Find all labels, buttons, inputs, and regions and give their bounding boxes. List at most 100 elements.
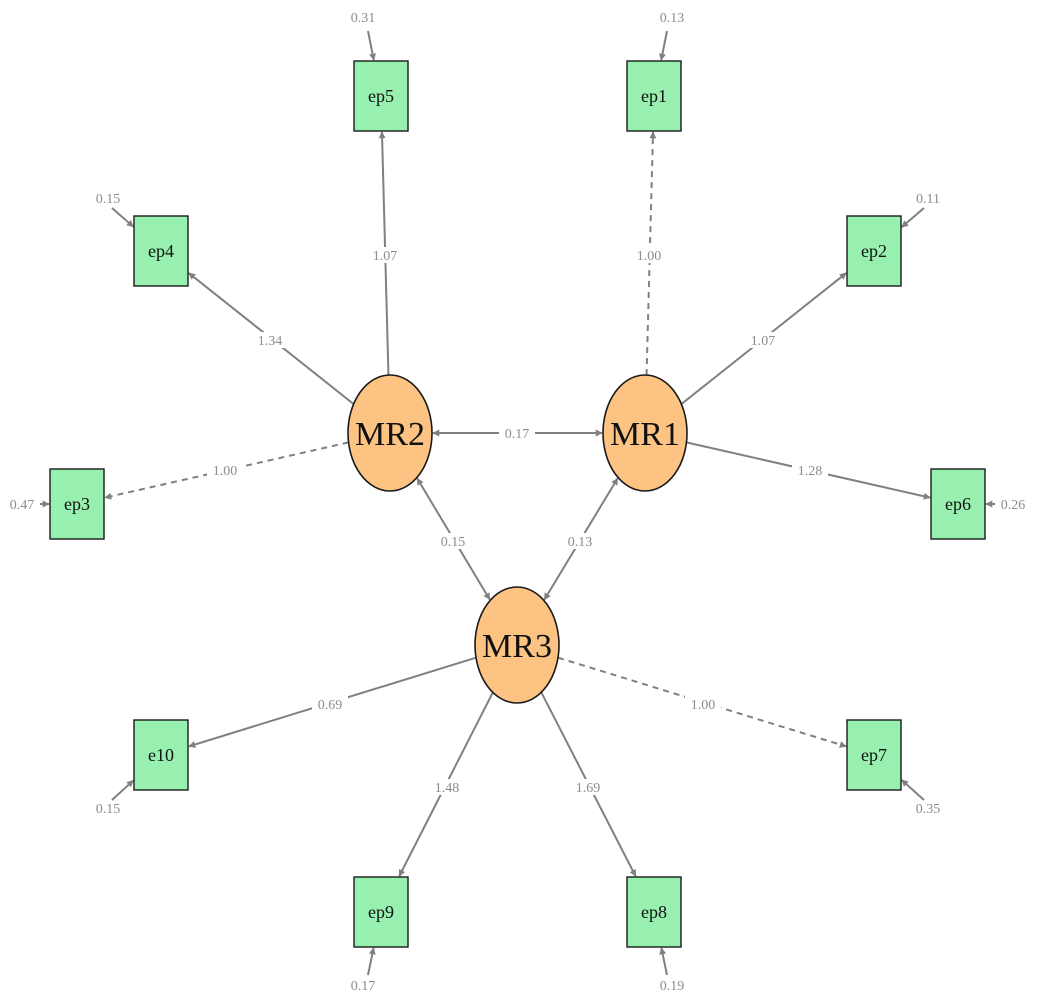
loading-label-mr1-ep2-bg (745, 332, 781, 348)
observed-label-ep5: ep5 (368, 86, 394, 106)
loading-label-mr3-ep8-bg (570, 779, 606, 795)
loading-label-mr1-ep6-text: 1.28 (798, 464, 823, 479)
observed-label-ep3: ep3 (64, 494, 90, 514)
latent-ellipse-mr2 (347, 374, 433, 492)
loading-label-mr3-ep8-text: 1.69 (576, 781, 601, 796)
observed-node-ep4: ep4 (133, 215, 189, 287)
covariance-label-mr1-mr3: 0.13 (562, 533, 598, 550)
loading-label-mr2-ep5-bg (367, 247, 403, 263)
residual-arrow-e10 (111, 779, 134, 801)
observed-box-ep3 (49, 468, 105, 540)
latent-node-mr3: MR3 (474, 586, 560, 704)
loading-label-mr2-ep3: 1.00 (207, 462, 243, 479)
latent-node-mr2: MR2 (347, 374, 433, 492)
edges-layer (104, 131, 931, 877)
latent-label-mr1: MR1 (610, 416, 680, 453)
residual-arrow-ep1 (658, 30, 668, 61)
loading-label-mr3-e10-bg (312, 696, 348, 712)
loading-label-mr3-ep7-text: 1.00 (691, 698, 716, 713)
loading-label-mr3-e10-text: 0.69 (318, 698, 343, 713)
covariance-label-mr2-mr1-text: 0.17 (505, 427, 530, 442)
loading-label-mr1-ep6: 1.28 (792, 462, 828, 479)
loading-label-mr3-ep9-bg (429, 779, 465, 795)
residuals-layer: 0.31 0.13 0.15 0.11 0.47 0.26 0.15 0.35 0.17 0.19 (10, 11, 1026, 994)
loading-label-mr3-ep8: 1.69 (570, 779, 606, 796)
residual-arrow-ep5 (367, 30, 377, 61)
loading-label-mr3-ep7-bg (685, 696, 721, 712)
residual-label-ep3: 0.47 (10, 498, 35, 513)
observed-box-ep9 (353, 876, 409, 948)
observed-node-ep5: ep5 (353, 60, 409, 132)
observed-label-ep6: ep6 (945, 494, 971, 514)
observed-label-ep1: ep1 (641, 86, 667, 106)
loading-label-mr2-ep5-text: 1.07 (373, 249, 398, 264)
residual-arrow-ep2 (901, 207, 925, 228)
observed-box-ep5 (353, 60, 409, 132)
observed-node-ep1: ep1 (626, 60, 682, 132)
observed-box-ep2 (846, 215, 902, 287)
covariance-label-mr2-mr3-text: 0.15 (441, 535, 466, 550)
latent-ellipse-mr1 (602, 374, 688, 492)
loading-label-mr2-ep3-bg (207, 462, 243, 478)
loading-label-mr2-ep4-bg (252, 332, 288, 348)
loading-label-mr3-ep9-text: 1.48 (435, 781, 460, 796)
covariance-label-mr1-mr3-bg (562, 533, 598, 549)
loading-label-mr2-ep4: 1.34 (252, 332, 288, 349)
observed-label-ep7: ep7 (861, 745, 887, 765)
residual-label-e10: 0.15 (96, 802, 121, 817)
residual-label-ep9: 0.17 (351, 979, 376, 994)
latent-node-mr1: MR1 (602, 374, 688, 492)
observed-box-ep4 (133, 215, 189, 287)
observed-node-ep9: ep9 (353, 876, 409, 948)
loading-label-mr1-ep2: 1.07 (745, 332, 781, 349)
covariance-label-mr1-mr3-text: 0.13 (568, 535, 593, 550)
residual-arrow-ep9 (367, 947, 376, 976)
covariance-label-mr2-mr1: 0.17 (499, 425, 535, 442)
loading-label-mr3-ep7: 1.00 (685, 696, 721, 713)
observed-label-ep8: ep8 (641, 902, 667, 922)
loading-label-mr1-ep1-bg (631, 247, 667, 263)
residual-label-ep1: 0.13 (660, 11, 685, 26)
latent-ellipse-mr3 (474, 586, 560, 704)
observed-node-e10: e10 (133, 719, 189, 791)
residual-label-ep6: 0.26 (1001, 498, 1026, 513)
observed-label-ep4: ep4 (148, 241, 174, 261)
observed-label-ep9: ep9 (368, 902, 394, 922)
covariance-label-mr2-mr3: 0.15 (435, 533, 471, 550)
covariance-label-mr2-mr1-bg (499, 425, 535, 441)
observed-box-ep1 (626, 60, 682, 132)
loading-label-mr1-ep6-bg (792, 462, 828, 478)
loading-label-mr1-ep1: 1.00 (631, 247, 667, 264)
residual-label-ep2: 0.11 (916, 192, 940, 207)
loading-label-mr3-ep9: 1.48 (429, 779, 465, 796)
residual-arrow-ep7 (901, 779, 925, 801)
observed-node-ep6: ep6 (930, 468, 986, 540)
residual-label-ep8: 0.19 (660, 979, 685, 994)
observed-label-e10: e10 (148, 745, 174, 765)
residual-label-ep5: 0.31 (351, 11, 376, 26)
residual-arrow-ep8 (659, 947, 668, 976)
observed-box-ep8 (626, 876, 682, 948)
observed-node-ep8: ep8 (626, 876, 682, 948)
loading-label-mr2-ep5: 1.07 (367, 247, 403, 264)
observed-box-e10 (133, 719, 189, 791)
residual-label-ep4: 0.15 (96, 192, 121, 207)
observed-label-ep2: ep2 (861, 241, 887, 261)
observed-box-ep7 (846, 719, 902, 791)
loading-label-mr1-ep1-text: 1.00 (637, 249, 662, 264)
loading-label-mr3-e10: 0.69 (312, 696, 348, 713)
observed-node-ep3: ep3 (49, 468, 105, 540)
latent-label-mr3: MR3 (482, 628, 552, 665)
loading-label-mr1-ep2-text: 1.07 (751, 334, 776, 349)
loading-label-mr2-ep4-text: 1.34 (258, 334, 283, 349)
residual-arrow-ep4 (111, 207, 134, 228)
observed-box-ep6 (930, 468, 986, 540)
latent-label-mr2: MR2 (355, 416, 425, 453)
observed-node-ep2: ep2 (846, 215, 902, 287)
residual-label-ep7: 0.35 (916, 802, 941, 817)
covariance-label-mr2-mr3-bg (435, 533, 471, 549)
edge-labels-layer: 1.07 1.34 1.00 1.00 1.07 1.28 0.69 1.48 1.69 1.00… (207, 247, 828, 796)
loading-label-mr2-ep3-text: 1.00 (213, 464, 238, 479)
